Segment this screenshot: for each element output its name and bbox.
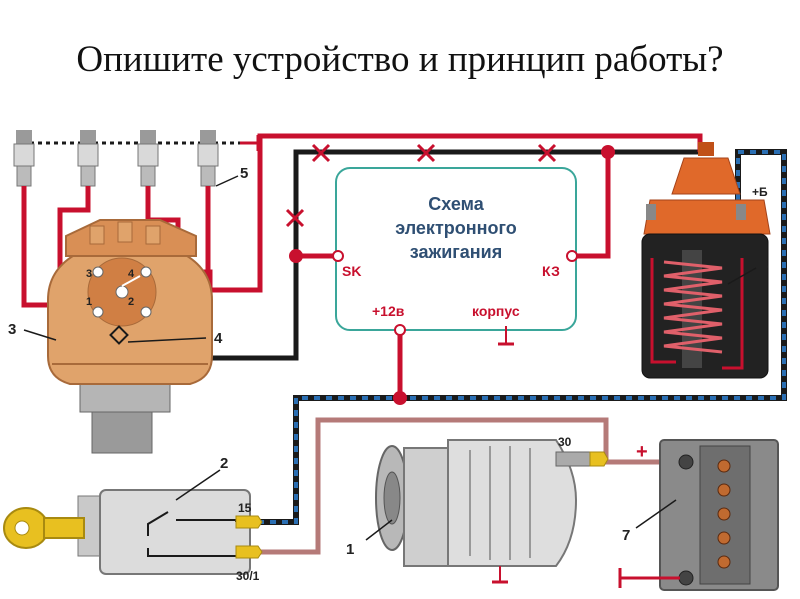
callout-2: 2 bbox=[220, 455, 228, 472]
module-title-line3: зажигания bbox=[410, 242, 503, 262]
spark-plug bbox=[77, 130, 99, 187]
callout-5: 5 bbox=[240, 165, 248, 182]
ignition-coil bbox=[641, 142, 771, 379]
callout-1: 1 bbox=[346, 541, 354, 558]
callout-6: 6 bbox=[760, 257, 768, 274]
page-title: Опишите устройство и принцип работы? bbox=[76, 39, 724, 80]
wire-kz-to-coil bbox=[572, 152, 611, 259]
alternator bbox=[375, 439, 609, 584]
distributor-terminal-2: 2 bbox=[128, 296, 134, 308]
spark-plug bbox=[197, 130, 219, 187]
spark-plug bbox=[137, 130, 159, 187]
distributor-terminal-1: 1 bbox=[86, 296, 92, 308]
distributor bbox=[47, 219, 213, 454]
module-title-line2: электронного bbox=[395, 218, 517, 238]
pin-kz-label: КЗ bbox=[542, 263, 560, 279]
wire-switch-to-coil-positive-stripe bbox=[258, 150, 786, 524]
junction-dot bbox=[289, 249, 303, 263]
ignition-switch bbox=[77, 489, 263, 575]
pin-sk-label: SK bbox=[342, 263, 361, 279]
callout-3: 3 bbox=[8, 321, 16, 338]
callout-7: 7 bbox=[622, 527, 630, 544]
switch-terminal-15: 15 bbox=[238, 501, 252, 515]
module-title-line1: Схема bbox=[428, 194, 484, 214]
electronic-ignition-module: Схема электронного зажигания SK КЗ +12в … bbox=[332, 167, 578, 346]
spark-plugs bbox=[13, 130, 260, 312]
junction-dot bbox=[601, 145, 615, 159]
callout-lines bbox=[23, 175, 757, 541]
junction-dot bbox=[393, 391, 407, 405]
switch-terminal-30-1: 30/1 bbox=[236, 569, 260, 583]
callout-4: 4 bbox=[214, 330, 223, 347]
removed-wire-markers bbox=[285, 143, 557, 228]
pin-ground-label: корпус bbox=[472, 303, 520, 319]
spark-plug bbox=[13, 130, 35, 187]
wire-battery-to-switch bbox=[258, 417, 680, 555]
distributor-terminal-4: 4 bbox=[128, 268, 135, 280]
pin-12v-label: +12в bbox=[372, 303, 405, 319]
ignition-key-icon bbox=[3, 507, 85, 549]
battery bbox=[618, 439, 779, 591]
alternator-terminal-30: 30 bbox=[558, 435, 572, 449]
battery-plus-label: + bbox=[636, 441, 648, 463]
distributor-terminal-3: 3 bbox=[86, 268, 92, 280]
coil-terminal-plus: +Б bbox=[752, 185, 768, 199]
